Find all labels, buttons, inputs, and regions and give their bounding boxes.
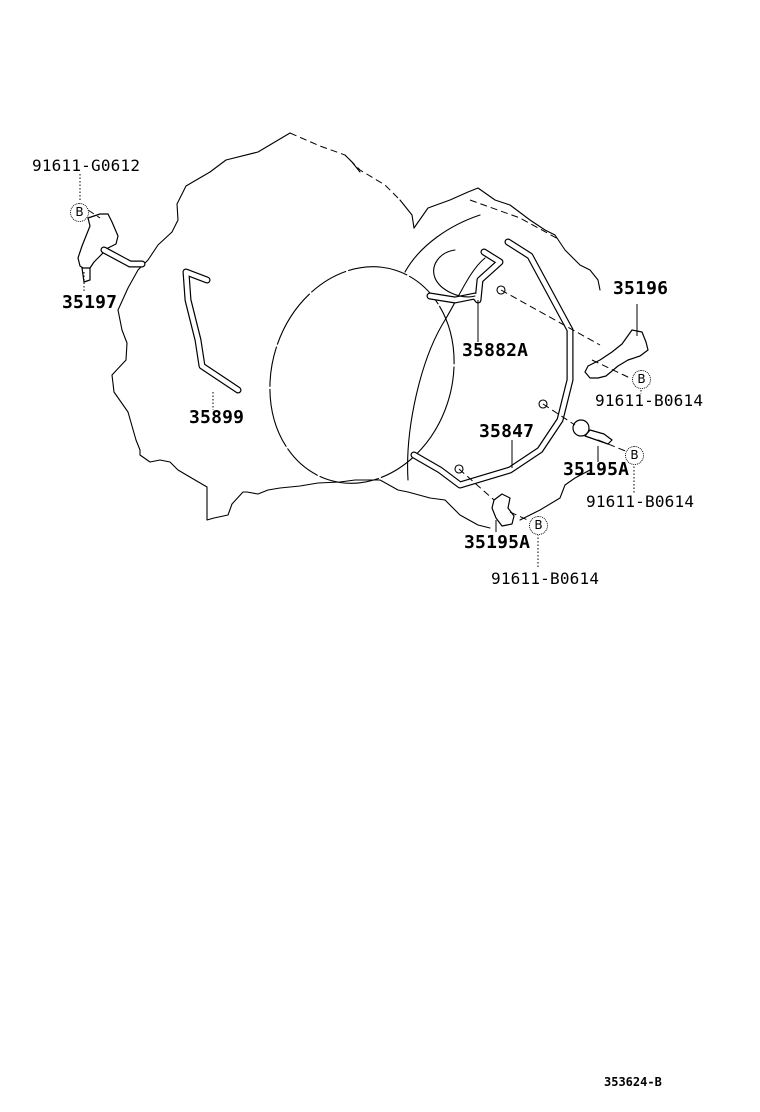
diagram-reference-code: 353624-B	[604, 1075, 662, 1089]
label-tube-35882A: 35882A	[462, 340, 529, 361]
transmission-housing	[111, 132, 601, 529]
label-bolt-91611-G0612: 91611-G0612	[32, 156, 141, 175]
clamp-35195A-lower	[491, 493, 515, 527]
bolt-badge-top-left: B	[70, 203, 89, 222]
label-bolt-91611-B0614-upper: 91611-B0614	[595, 391, 704, 410]
label-bracket-35197: 35197	[62, 292, 118, 313]
housing-inner-arc	[407, 257, 486, 481]
bolt-badge-right-lower: B	[625, 446, 644, 465]
label-bolt-91611-B0614-bottom: 91611-B0614	[491, 569, 600, 588]
label-bolt-91611-B0614-lower: 91611-B0614	[586, 492, 695, 511]
clamp-35195A-right	[572, 419, 613, 445]
bolt-badge-right-upper: B	[632, 370, 651, 389]
housing-opening	[269, 266, 455, 484]
leader-lines	[79, 174, 642, 568]
label-clamp-35195A-right: 35195A	[563, 459, 630, 480]
bracket-35196	[584, 329, 649, 379]
bolt-holes	[454, 285, 548, 474]
tube-35882A	[426, 248, 504, 304]
bolt-badge-bottom: B	[529, 516, 548, 535]
label-clamp-35195A-lower: 35195A	[464, 532, 531, 553]
label-tube-35899: 35899	[189, 407, 245, 428]
label-bracket-35196: 35196	[613, 278, 669, 299]
tube-35847	[410, 238, 574, 489]
tube-35899	[182, 268, 242, 394]
bracket-35197	[77, 213, 146, 283]
label-tube-35847: 35847	[479, 421, 535, 442]
alignment-lines	[87, 209, 631, 523]
